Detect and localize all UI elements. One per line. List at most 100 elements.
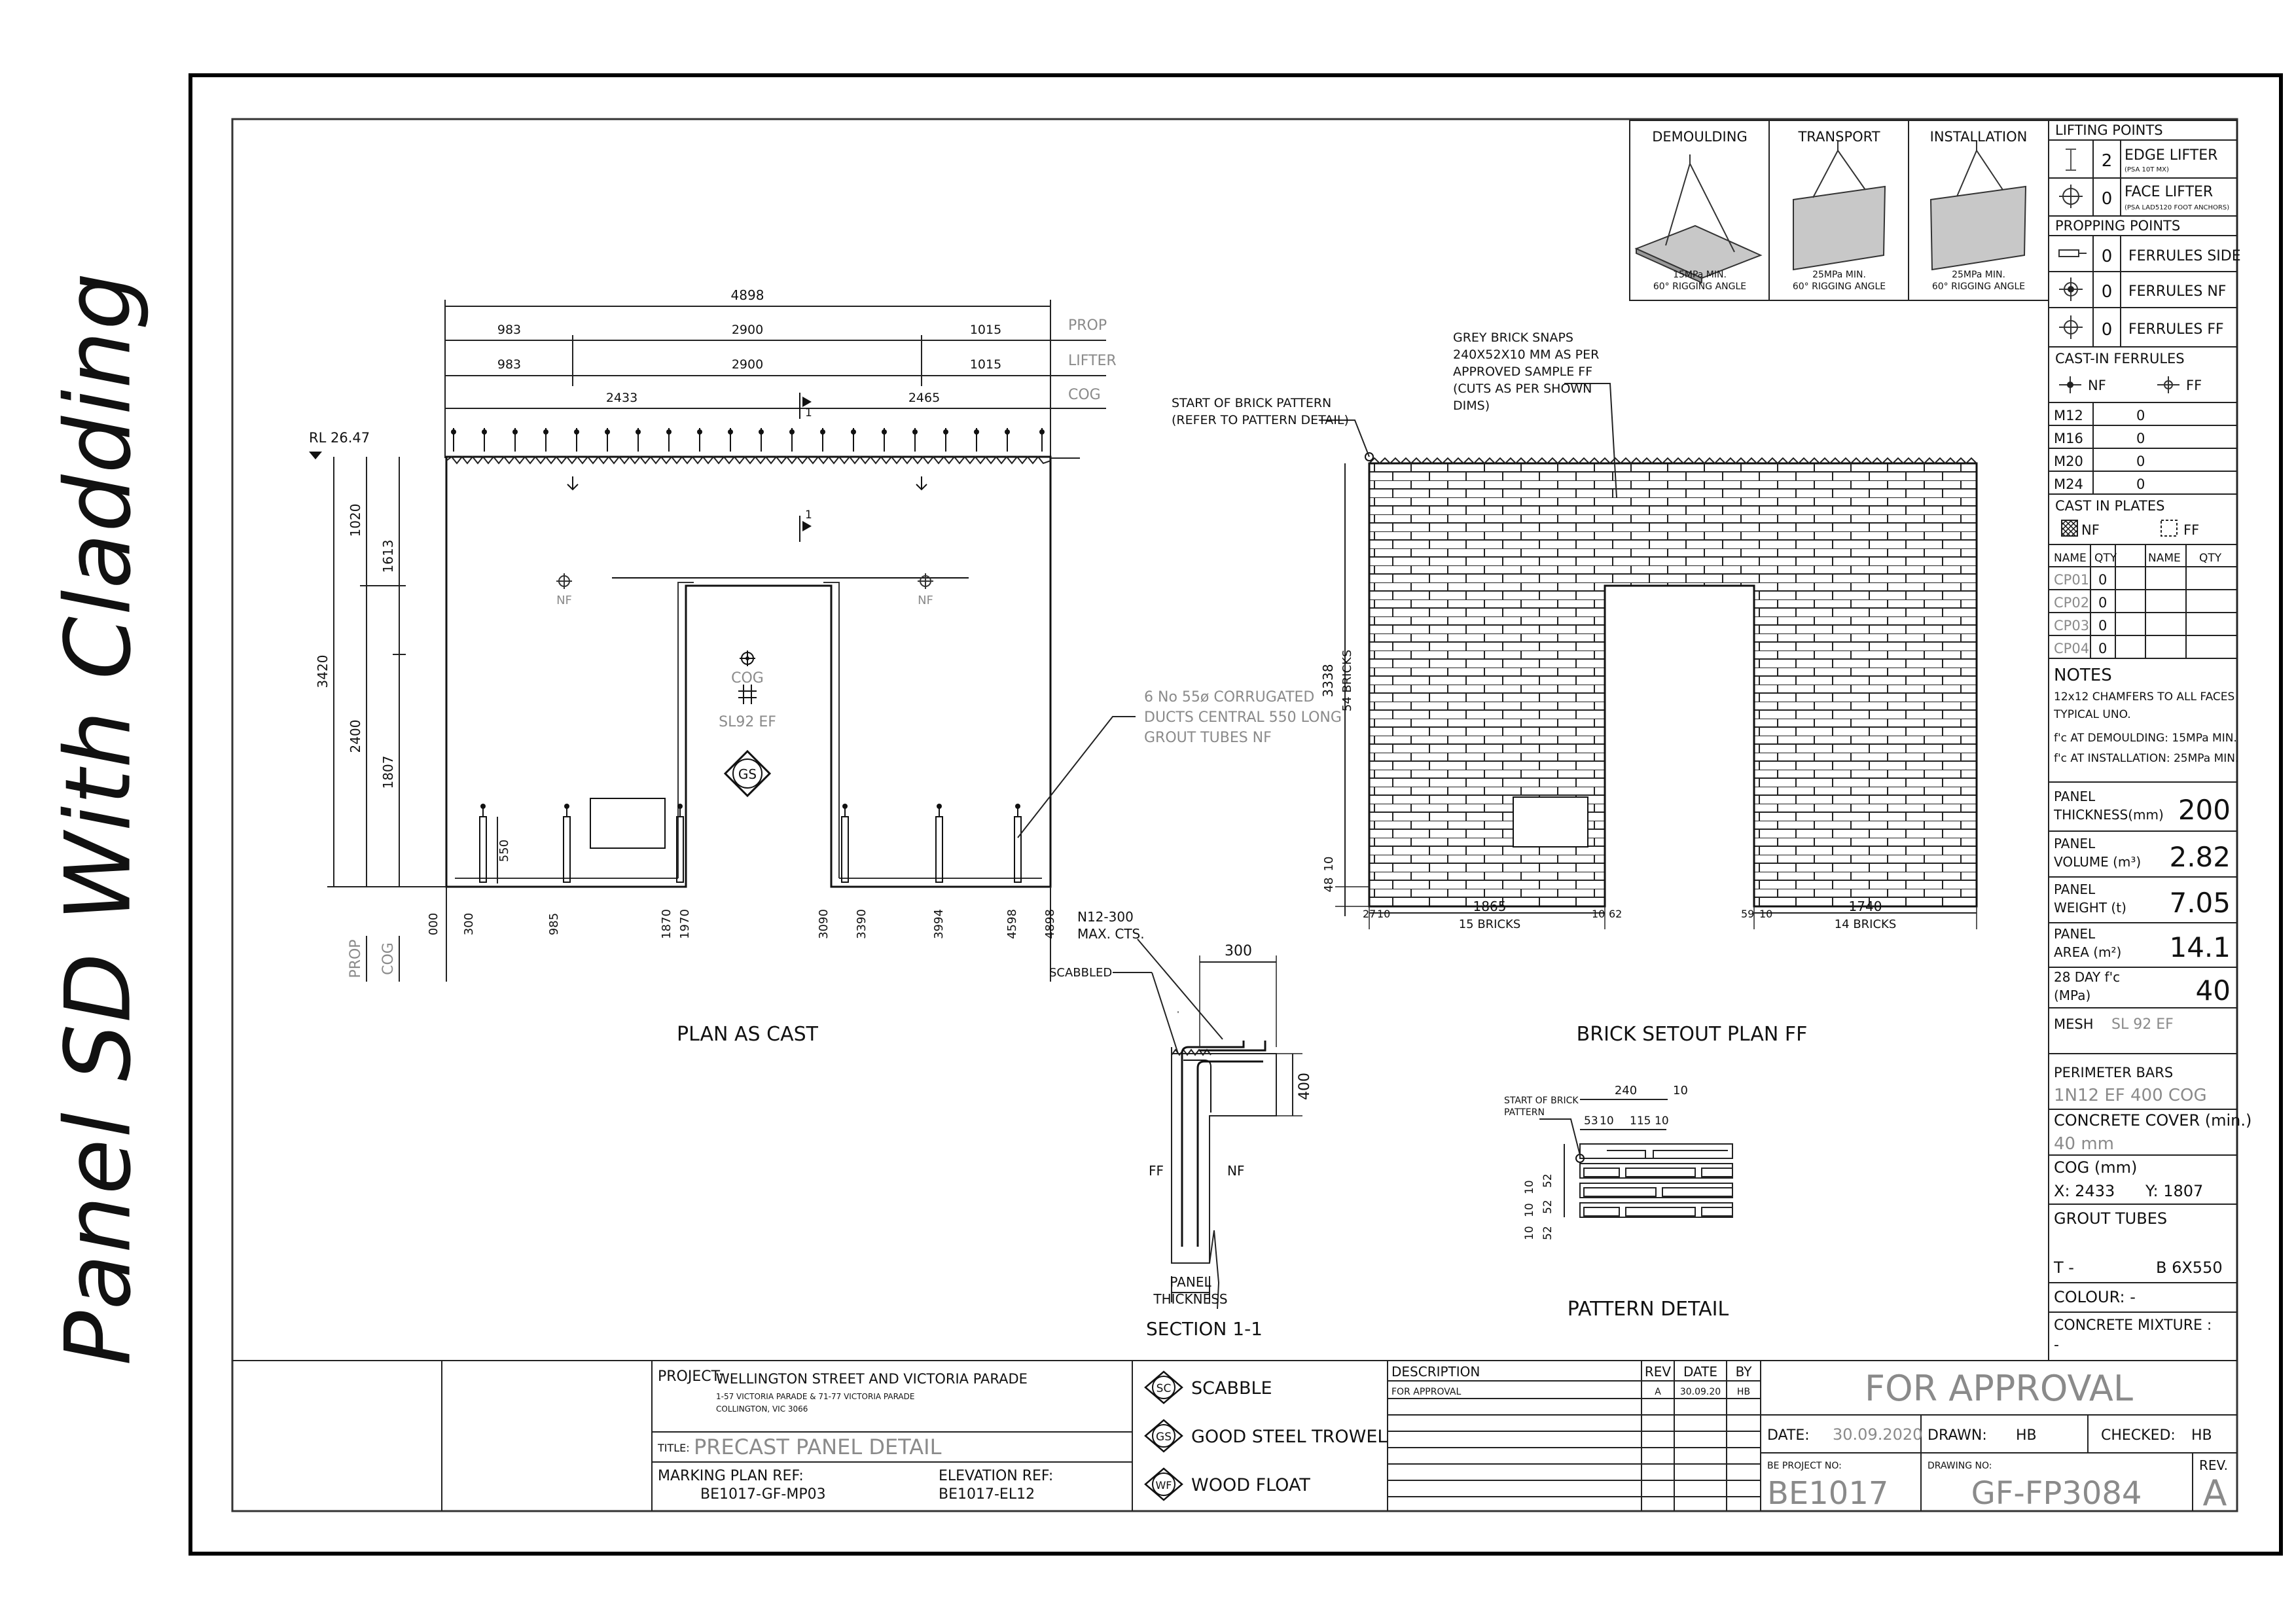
fc-label-1: 28 DAY f'c bbox=[2054, 969, 2120, 985]
lifting-header: LIFTING POINTS bbox=[2055, 122, 2163, 138]
legend-wf: WF WOOD FLOAT bbox=[1144, 1467, 1310, 1501]
brick-right-dim: 1740 bbox=[1849, 899, 1882, 914]
dim-lifter-3: 1015 bbox=[970, 357, 1001, 372]
plate-name-4: CP04 bbox=[2054, 641, 2089, 656]
plate-name-2: CP02 bbox=[2054, 595, 2089, 611]
brick-small-10: 10 bbox=[1322, 857, 1336, 872]
mesh-label: SL92 EF bbox=[719, 714, 776, 730]
pattern-start-2: PATTERN bbox=[1504, 1107, 1545, 1118]
title-block: PROJECT: WELLINGTON STREET AND VICTORIA … bbox=[232, 1360, 2237, 1514]
dim-prop-2: 2900 bbox=[732, 323, 763, 337]
lift-label-installation: INSTALLATION bbox=[1930, 129, 2028, 145]
grey-note-4: (CUTS AS PER SHOWN bbox=[1453, 382, 1592, 396]
cog-side-label: COG (mm) bbox=[2054, 1158, 2137, 1177]
brick-setout-plan: START OF BRICK PATTERN (REFER TO PATTERN… bbox=[1172, 330, 1978, 1046]
thickness-value: 200 bbox=[2178, 794, 2231, 826]
brick-right-count: 14 BRICKS bbox=[1835, 918, 1897, 931]
grey-note-3: APPROVED SAMPLE FF bbox=[1453, 365, 1592, 379]
weight-label-1: PANEL bbox=[2054, 882, 2096, 897]
brick-left-count: 15 BRICKS bbox=[1459, 918, 1521, 931]
project-no-label: BE PROJECT NO: bbox=[1767, 1461, 1842, 1471]
project-address-1: 1-57 VICTORIA PARADE & 71-77 VICTORIA PA… bbox=[716, 1392, 914, 1401]
rev-row-date: 30.09.20 bbox=[1680, 1387, 1721, 1397]
bar-note-1: N12-300 bbox=[1077, 909, 1134, 925]
svg-text:SCABBLE: SCABBLE bbox=[1191, 1378, 1272, 1399]
plate-qty-4: 0 bbox=[2098, 641, 2107, 656]
marking-value: BE1017-GF-MP03 bbox=[700, 1486, 826, 1503]
volume-value: 2.82 bbox=[2169, 841, 2231, 873]
bdim-0: 000 bbox=[427, 913, 440, 935]
date-label: DATE: bbox=[1767, 1427, 1810, 1444]
bdim-4: 1970 bbox=[678, 909, 692, 939]
note-3: f'c AT DEMOULDING: 15MPa MIN. bbox=[2054, 732, 2237, 745]
ferr-side-qty: 0 bbox=[2102, 247, 2113, 266]
pattern-dim-240: 240 bbox=[1615, 1084, 1637, 1097]
bottom-label-cog: COG bbox=[380, 942, 397, 975]
legend-scabble: SC SCABBLE bbox=[1144, 1370, 1272, 1404]
sec-panel-thk-1: PANEL bbox=[1170, 1274, 1211, 1290]
outer-frame bbox=[188, 73, 2283, 1556]
brick-small-59: 59 bbox=[1741, 908, 1754, 920]
fc-value: 40 bbox=[2196, 974, 2231, 1007]
project-address-2: COLLINGTON, VIC 3066 bbox=[716, 1404, 808, 1414]
project-no: BE1017 bbox=[1767, 1475, 1888, 1512]
grey-note-2: 240X52X10 MM AS PER bbox=[1453, 348, 1599, 362]
area-value: 14.1 bbox=[2169, 931, 2231, 963]
rev-row-by: HB bbox=[1737, 1387, 1750, 1397]
svg-text:WF: WF bbox=[1155, 1479, 1172, 1491]
lift-label-demoulding: DEMOULDING bbox=[1652, 129, 1748, 145]
rev-label: REV. bbox=[2199, 1457, 2228, 1473]
brick-height-dim: 3338 bbox=[1320, 664, 1336, 698]
edge-lifter-2 bbox=[916, 476, 927, 491]
pattern-side-6: 52 bbox=[1541, 1173, 1554, 1188]
face-lifter-qty: 0 bbox=[2102, 189, 2113, 209]
grout-t: T - bbox=[2053, 1258, 2074, 1277]
section-1-1: N12-300 MAX. CTS. SCABBLED 300 400 FF NF… bbox=[1049, 909, 1313, 1340]
top-bar-ticks bbox=[453, 428, 1043, 452]
rev-col-date: DATE bbox=[1683, 1364, 1717, 1380]
brick-small-48: 48 bbox=[1322, 878, 1336, 893]
nf-label-right: NF bbox=[918, 594, 933, 607]
checked-label: CHECKED: bbox=[2101, 1427, 2176, 1444]
drawn-value: HB bbox=[2016, 1427, 2037, 1444]
elevation-value: BE1017-EL12 bbox=[939, 1486, 1035, 1503]
gs-symbol: GS bbox=[723, 749, 772, 798]
ferrule-qty-1: 0 bbox=[2136, 408, 2145, 423]
ferr-ff-label: FERRULES FF bbox=[2128, 321, 2224, 338]
bdim-5: 3090 bbox=[817, 909, 831, 939]
bdim-6: 3390 bbox=[855, 909, 869, 939]
elevation-label: ELEVATION REF: bbox=[939, 1468, 1053, 1484]
lift-note-install-1: 25MPa MIN. bbox=[1952, 270, 2005, 280]
castin-header: CAST-IN FERRULES bbox=[2055, 351, 2185, 366]
svg-text:GS: GS bbox=[738, 766, 757, 782]
sec-nf: NF bbox=[1227, 1163, 1244, 1179]
area-label-2: AREA (m²) bbox=[2054, 944, 2121, 960]
lift-note-transport-1: 25MPa MIN. bbox=[1812, 270, 1866, 280]
nf-ferrule-right bbox=[918, 573, 933, 589]
pattern-start-1: START OF BRICK bbox=[1504, 1096, 1579, 1106]
section-mark-bottom-label: 1 bbox=[805, 508, 812, 522]
cog-x: X: 2433 bbox=[2054, 1182, 2115, 1200]
plates-col-name-2: NAME bbox=[2148, 552, 2181, 565]
ferrule-size-3: M20 bbox=[2054, 454, 2083, 469]
ferrule-qty-4: 0 bbox=[2136, 476, 2145, 492]
lift-note-demould-1: 15MPa MIN. bbox=[1673, 270, 1727, 280]
rev-row-desc: FOR APPROVAL bbox=[1391, 1387, 1461, 1397]
bdim-8: 4598 bbox=[1005, 909, 1019, 939]
colour: COLOUR: - bbox=[2054, 1288, 2136, 1306]
checked-value: HB bbox=[2191, 1427, 2212, 1444]
pattern-dim-10: 10 bbox=[1673, 1084, 1688, 1097]
ferrule-qty-2: 0 bbox=[2136, 431, 2145, 446]
brick-small-10c: 10 bbox=[1592, 908, 1605, 920]
brick-small-10d: 10 bbox=[1759, 908, 1772, 920]
nf-ferrule-left bbox=[556, 573, 572, 589]
sec-dim-300: 300 bbox=[1225, 943, 1252, 959]
pattern-dim-10c: 10 bbox=[1655, 1115, 1669, 1128]
plates-col-qty-2: QTY bbox=[2199, 552, 2222, 565]
castin-nf: NF bbox=[2088, 378, 2106, 393]
sec-panel-thk-2: THICKNESS bbox=[1153, 1291, 1227, 1307]
ferrule-size-1: M12 bbox=[2054, 408, 2083, 423]
pattern-side-3: 10 bbox=[1523, 1180, 1536, 1194]
drawing-no-label: DRAWING NO: bbox=[1928, 1461, 1992, 1471]
bdim-2: 985 bbox=[547, 913, 561, 935]
